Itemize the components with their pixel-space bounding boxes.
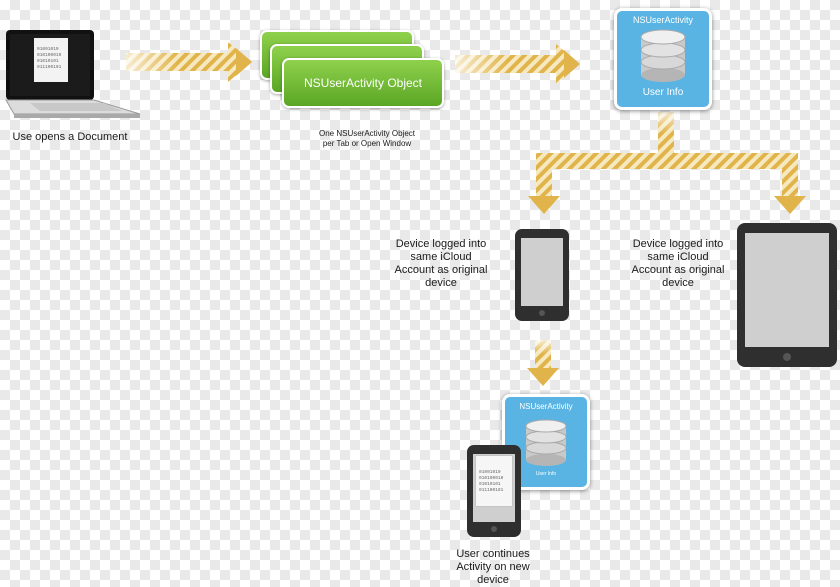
doc-line: 01010101 (479, 482, 501, 487)
user-info-label: User Info (642, 87, 684, 98)
doc-line: 010100010 (479, 476, 504, 481)
tablet-device-caption: Device logged into same iCloud Account a… (631, 238, 725, 289)
document-icon: 01001010 010100010 01010101 011100101 (34, 38, 68, 82)
nsuseractivity-box: NSUserActivity User Info (614, 8, 712, 110)
doc-line: 011100101 (37, 65, 62, 70)
database-icon (525, 419, 567, 466)
database-icon (640, 29, 686, 82)
arrow-to-phone (528, 166, 560, 214)
doc-line: 01001010 (37, 47, 59, 52)
nsuseractivity-title-new: NSUserActivity (519, 402, 573, 411)
arrow-phone-to-new-activity (527, 340, 559, 386)
activity-object-card-front: NSUserActivity Object (282, 58, 444, 108)
user-info-label-new: User Info (535, 471, 557, 477)
arrow-laptop-to-objects (126, 42, 252, 82)
arrow-activity-down (658, 112, 674, 156)
new-device-caption: User continues Activity on new device (456, 548, 530, 586)
activity-object-caption: One NSUserActivity Object per Tab or Ope… (318, 129, 416, 148)
doc-line: 011100101 (479, 488, 504, 493)
activity-object-label: NSUserActivity Object (303, 76, 423, 90)
tablet-icon (737, 223, 837, 367)
laptop-icon (5, 30, 141, 118)
laptop: 01001010 010100010 01010101 011100101 (0, 28, 145, 120)
phone-icon (515, 229, 569, 321)
arrow-objects-to-activity (455, 44, 580, 84)
arrow-split-bar (536, 153, 798, 169)
doc-line: 01010101 (37, 59, 59, 64)
laptop-caption: Use opens a Document (12, 131, 128, 143)
phone-device-caption: Device logged into same iCloud Account a… (394, 238, 488, 289)
nsuseractivity-title: NSUserActivity (632, 15, 693, 25)
new-device-document-icon: 01001010 010100010 01010101 011100101 (476, 456, 512, 506)
arrow-to-tablet (774, 166, 806, 214)
doc-line: 01001010 (479, 470, 501, 475)
doc-line: 010100010 (37, 53, 62, 58)
